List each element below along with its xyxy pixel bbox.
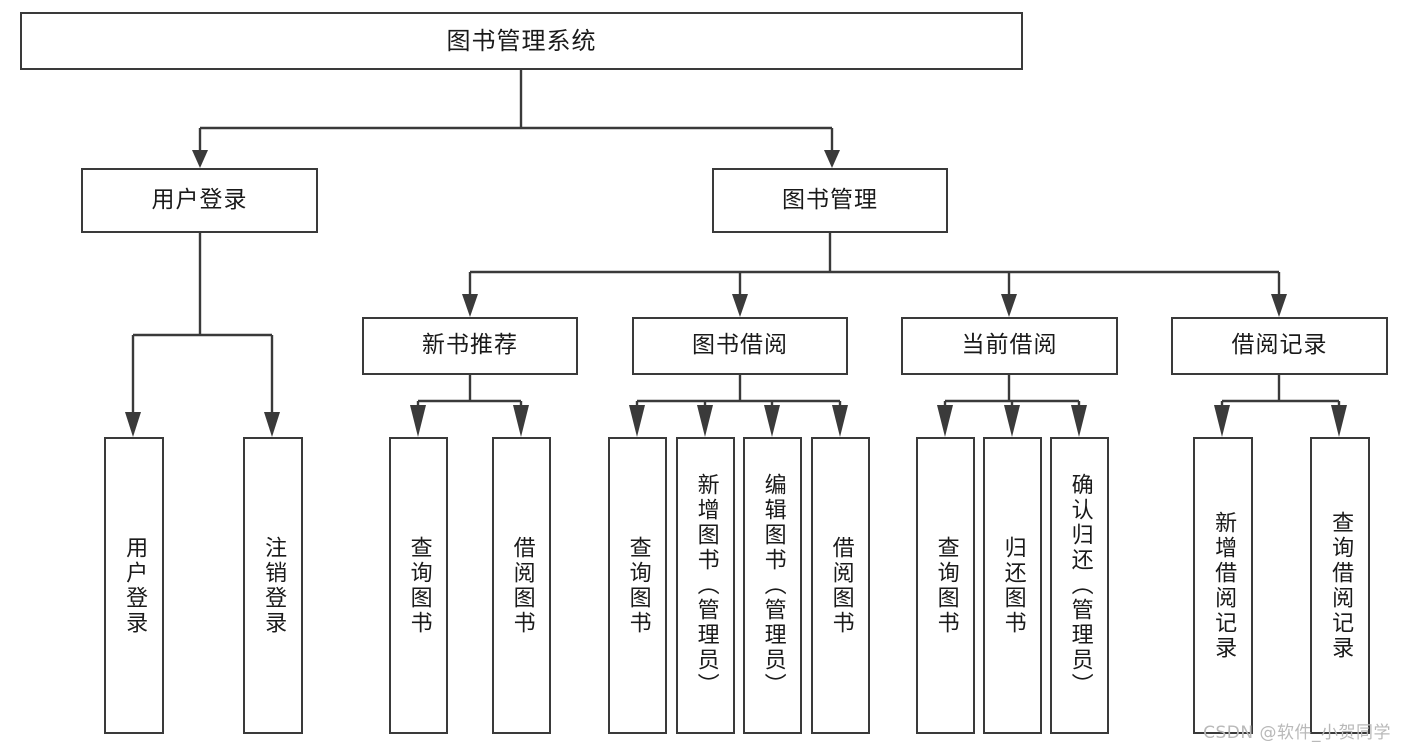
node-leaf-borrow-query-book[interactable]: 查询图书 xyxy=(608,437,667,734)
node-new-book-recommend[interactable]: 新书推荐 xyxy=(362,317,578,375)
node-leaf-current-confirm-return-label: 确认归还（管理员） xyxy=(1067,473,1093,698)
node-leaf-borrow-borrow-book-label: 借阅图书 xyxy=(828,535,854,636)
csdn-watermark: CSDN @软件_小贺同学 xyxy=(1203,723,1391,743)
node-user-login[interactable]: 用户登录 xyxy=(81,168,318,233)
arrow-record-l2 xyxy=(1331,405,1347,437)
node-leaf-newbook-query-book[interactable]: 查询图书 xyxy=(389,437,448,734)
node-book-borrow-label: 图书借阅 xyxy=(692,332,788,359)
node-root-book-management-system[interactable]: 图书管理系统 xyxy=(20,12,1023,70)
node-leaf-borrow-edit-book-label: 编辑图书（管理员） xyxy=(760,473,786,698)
arrow-record-l1 xyxy=(1214,405,1230,437)
arrow-bookmanage-to-borrow xyxy=(732,294,748,317)
node-leaf-user-login[interactable]: 用户登录 xyxy=(104,437,164,734)
arrow-current-l3 xyxy=(1071,405,1087,437)
arrow-root-to-book-manage xyxy=(824,150,840,168)
node-borrow-record[interactable]: 借阅记录 xyxy=(1171,317,1388,375)
node-leaf-record-add-record-label: 新增借阅记录 xyxy=(1211,510,1237,661)
node-book-management-label: 图书管理 xyxy=(782,186,878,213)
arrow-newbook-l2 xyxy=(513,405,529,437)
node-leaf-current-return-book-label: 归还图书 xyxy=(1000,535,1026,636)
arrow-userlogin-l1 xyxy=(125,412,141,437)
node-leaf-borrow-query-book-label: 查询图书 xyxy=(625,535,651,636)
node-leaf-record-query-record[interactable]: 查询借阅记录 xyxy=(1310,437,1370,734)
node-leaf-newbook-borrow-book-label: 借阅图书 xyxy=(509,535,535,636)
node-book-management[interactable]: 图书管理 xyxy=(712,168,948,233)
node-leaf-borrow-add-book-label: 新增图书（管理员） xyxy=(693,473,719,698)
node-leaf-current-return-book[interactable]: 归还图书 xyxy=(983,437,1042,734)
node-leaf-record-query-record-label: 查询借阅记录 xyxy=(1328,510,1354,661)
node-leaf-current-confirm-return[interactable]: 确认归还（管理员） xyxy=(1050,437,1109,734)
arrow-borrow-l1 xyxy=(629,405,645,437)
arrow-borrow-l2 xyxy=(697,405,713,437)
node-root-label: 图书管理系统 xyxy=(446,26,597,55)
node-new-book-recommend-label: 新书推荐 xyxy=(422,332,518,359)
arrow-current-l2 xyxy=(1004,405,1020,437)
node-leaf-newbook-query-book-label: 查询图书 xyxy=(406,535,432,636)
node-current-borrow-label: 当前借阅 xyxy=(961,332,1058,359)
arrow-bookmanage-to-record xyxy=(1271,294,1287,317)
arrow-root-to-user-login xyxy=(192,150,208,168)
arrow-userlogin-l2 xyxy=(264,412,280,437)
node-book-borrow[interactable]: 图书借阅 xyxy=(632,317,848,375)
node-leaf-logout-label: 注销登录 xyxy=(261,535,287,636)
arrow-newbook-l1 xyxy=(410,405,426,437)
node-leaf-borrow-add-book[interactable]: 新增图书（管理员） xyxy=(676,437,735,734)
arrow-bookmanage-to-current xyxy=(1001,294,1017,317)
node-leaf-newbook-borrow-book[interactable]: 借阅图书 xyxy=(492,437,551,734)
node-current-borrow[interactable]: 当前借阅 xyxy=(901,317,1118,375)
node-leaf-record-add-record[interactable]: 新增借阅记录 xyxy=(1193,437,1253,734)
node-leaf-current-query-book[interactable]: 查询图书 xyxy=(916,437,975,734)
arrow-bookmanage-to-new-book xyxy=(462,294,478,317)
arrow-current-l1 xyxy=(937,405,953,437)
node-leaf-borrow-edit-book[interactable]: 编辑图书（管理员） xyxy=(743,437,802,734)
node-borrow-record-label: 借阅记录 xyxy=(1231,332,1328,359)
arrow-borrow-l4 xyxy=(832,405,848,437)
node-leaf-user-login-label: 用户登录 xyxy=(122,535,148,636)
node-user-login-label: 用户登录 xyxy=(151,186,248,213)
node-leaf-logout[interactable]: 注销登录 xyxy=(243,437,303,734)
node-leaf-borrow-borrow-book[interactable]: 借阅图书 xyxy=(811,437,870,734)
arrow-borrow-l3 xyxy=(764,405,780,437)
node-leaf-current-query-book-label: 查询图书 xyxy=(933,535,959,636)
